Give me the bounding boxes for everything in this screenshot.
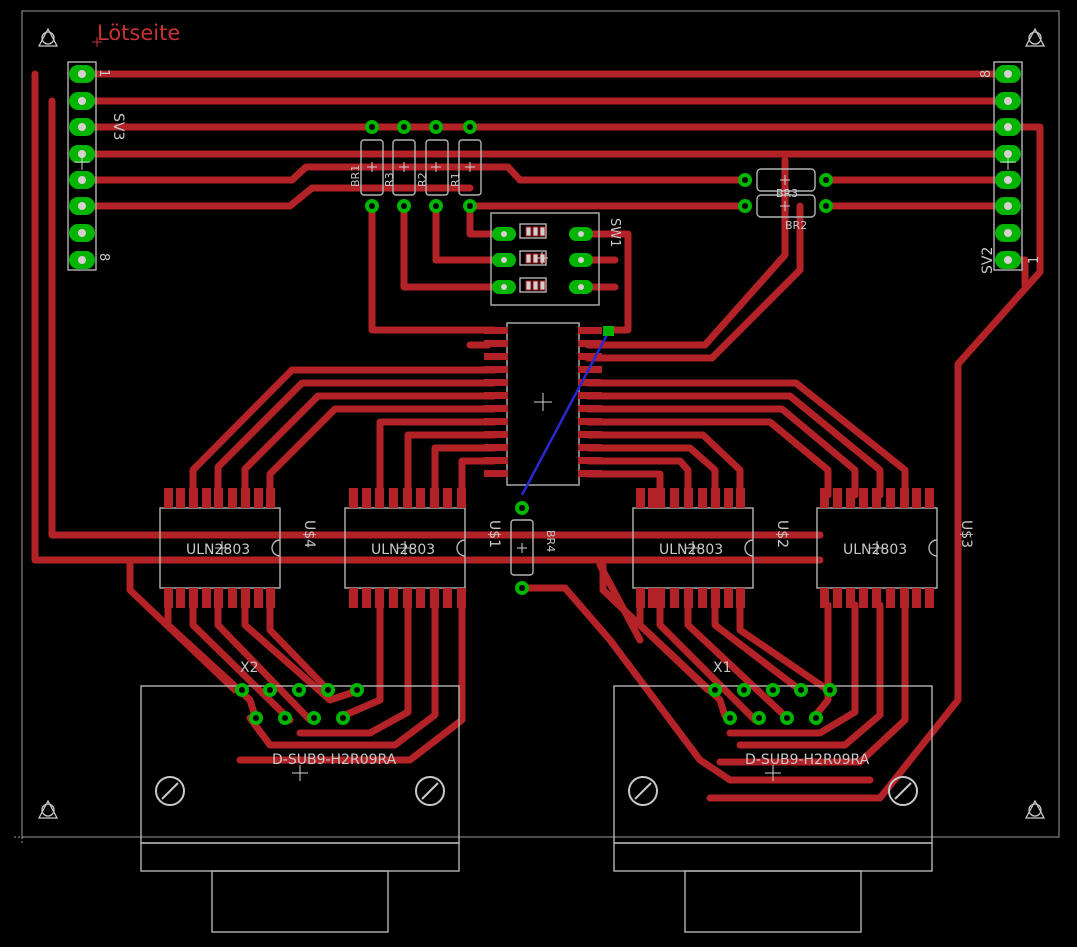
ic-name-u4: U$4 bbox=[301, 520, 317, 548]
resistor-label-r1: R1 bbox=[449, 172, 462, 187]
ic-name-u2: U$2 bbox=[774, 520, 790, 548]
bridge-label-br2: BR2 bbox=[785, 219, 807, 232]
sv2-name-label: SV2 bbox=[980, 247, 996, 274]
sv2-pin-last-label: 8 bbox=[979, 70, 994, 78]
ic-value-u3: ULN2803 bbox=[843, 542, 907, 558]
connector-name-x2: X2 bbox=[240, 660, 259, 676]
sv3-pin-first-label: 1 bbox=[96, 69, 111, 77]
connector-value-x1: D-SUB9-H2R09RA bbox=[745, 752, 870, 768]
board-outline bbox=[21, 10, 1060, 838]
ic-value-u2: ULN2803 bbox=[659, 542, 723, 558]
ic-name-u3: U$3 bbox=[958, 520, 974, 548]
switch-label: SW1 bbox=[607, 218, 622, 247]
through-hole-pads bbox=[69, 65, 1021, 725]
ic-value-u4: ULN2803 bbox=[186, 542, 250, 558]
resistor-label-r2: R2 bbox=[416, 172, 429, 187]
connector-name-x1: X1 bbox=[713, 660, 732, 676]
sv2-pin-first-label: 1 bbox=[1027, 256, 1042, 264]
resistor-label-r3: R3 bbox=[383, 172, 396, 187]
ic-value-u1: ULN2803 bbox=[371, 542, 435, 558]
bridge-label-br3: BR3 bbox=[776, 187, 798, 200]
smd-pads bbox=[164, 327, 934, 608]
connector-value-x2: D-SUB9-H2R09RA bbox=[272, 752, 397, 768]
board-title: Lötseite bbox=[97, 21, 180, 45]
sv3-pin-last-label: 8 bbox=[96, 253, 111, 261]
sv3-name-label: SV3 bbox=[110, 113, 126, 140]
copper-traces bbox=[31, 70, 1044, 802]
resistor-label-br1: BR1 bbox=[349, 165, 362, 187]
mounting-holes bbox=[37, 27, 1046, 819]
airwire bbox=[520, 332, 610, 496]
bridge-label-br4: BR4 bbox=[544, 530, 557, 552]
ic-name-u1: U$1 bbox=[486, 520, 502, 548]
